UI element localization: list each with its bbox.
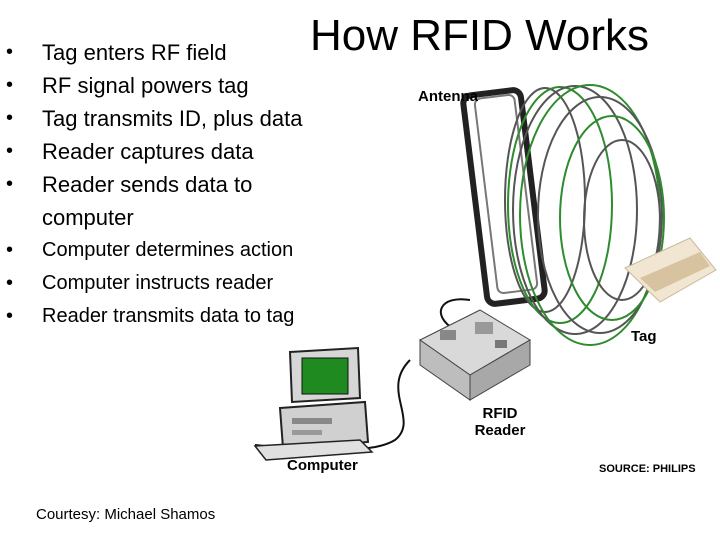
antenna-label: Antenna (418, 88, 478, 105)
tag-label: Tag (631, 328, 657, 345)
bullet-item: Tag enters RF field (0, 36, 360, 69)
bullet-item: Computer determines action (0, 234, 360, 267)
bullet-item: Computer instructs reader (0, 267, 360, 300)
rfid-reader-label: RFID Reader (465, 405, 535, 439)
rfid-reader-graphic (419, 309, 531, 401)
courtesy-credit: Courtesy: Michael Shamos (36, 506, 216, 523)
antenna-graphic (460, 87, 548, 307)
bullet-item: Reader sends data to computer (0, 168, 292, 234)
slide-title: How RFID Works (310, 11, 649, 60)
bullet-item: RF signal powers tag (0, 69, 360, 102)
bullet-item: Tag transmits ID, plus data (0, 102, 360, 135)
bullet-list: Tag enters RF field RF signal powers tag… (0, 36, 360, 333)
tag-graphic (624, 237, 717, 303)
rfid-reader-label-line2: Reader (474, 422, 526, 439)
computer-graphic (253, 346, 374, 461)
bullet-item: Reader captures data (0, 135, 360, 168)
computer-label: Computer (287, 457, 358, 474)
source-credit: SOURCE: PHILIPS (599, 463, 696, 475)
rfid-reader-label-line1: RFID (482, 405, 518, 422)
bullet-item: Reader transmits data to tag (0, 300, 360, 333)
rf-field-lines (504, 84, 665, 346)
